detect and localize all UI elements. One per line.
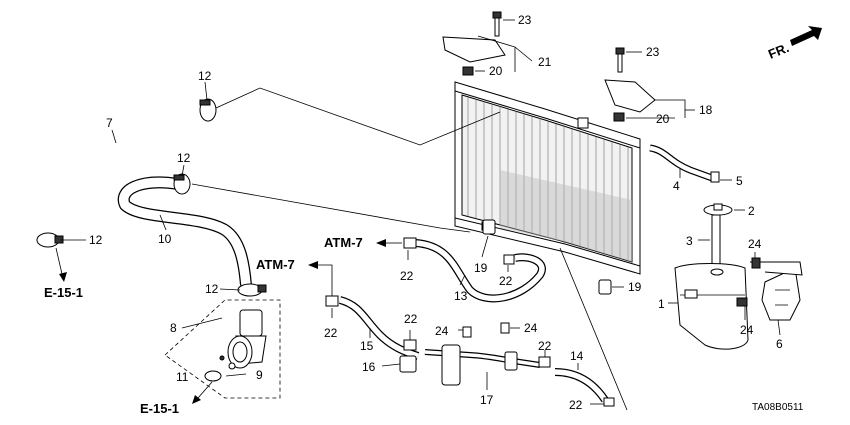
label-22f: 22 xyxy=(569,398,583,412)
bolt-23-a xyxy=(492,11,502,37)
label-23a: 23 xyxy=(518,13,532,27)
reference-arrows xyxy=(55,239,402,404)
label-1: 1 xyxy=(658,297,665,311)
overflow-tube-3 xyxy=(711,214,721,271)
diagram-code: TA08B0511 xyxy=(752,402,804,413)
label-4: 4 xyxy=(673,179,680,193)
hose-clip-24 xyxy=(750,261,803,276)
nut-20-a xyxy=(462,66,474,76)
siphon-tube-4 xyxy=(649,144,714,182)
label-22c: 22 xyxy=(324,326,338,340)
atm7-upper-label: ATM-7 xyxy=(324,235,363,250)
label-21: 21 xyxy=(538,55,552,69)
radiator xyxy=(454,81,641,275)
atf-hose-14 xyxy=(554,368,609,403)
atf-pipe-17 xyxy=(424,344,541,386)
fitting-5 xyxy=(710,171,720,183)
e151-upper-label: E-15-1 xyxy=(44,285,83,300)
cushion-19-b xyxy=(598,279,612,295)
label-24a: 24 xyxy=(748,237,762,251)
lower-hose-10 xyxy=(117,176,252,286)
front-label: FR. xyxy=(766,40,791,62)
reserve-tank-cap-2 xyxy=(703,203,733,216)
label-6: 6 xyxy=(776,337,783,351)
clamp-12-left xyxy=(36,232,64,248)
label-8: 8 xyxy=(170,321,177,335)
reserve-tank-1 xyxy=(674,263,749,350)
label-13: 13 xyxy=(454,289,468,303)
e151-lower-label: E-15-1 xyxy=(140,401,179,416)
label-19a: 19 xyxy=(474,261,488,275)
bracket-18 xyxy=(604,79,656,113)
upper-hose-7 xyxy=(30,105,206,237)
bracket-6 xyxy=(761,267,801,321)
atm7-lower-label: ATM-7 xyxy=(256,257,295,272)
label-22d: 22 xyxy=(404,312,418,326)
label-22b: 22 xyxy=(499,274,513,288)
bracket-21 xyxy=(442,36,506,63)
cushion-19-a xyxy=(482,219,496,235)
fitting-16 xyxy=(399,355,417,373)
water-outlet-8 xyxy=(204,309,267,382)
atf-hose-13 xyxy=(414,239,546,303)
bolts-24 xyxy=(462,257,761,338)
part-number-labels: 12 7 12 12 10 12 8 11 9 23 21 20 23 18 2… xyxy=(89,13,783,412)
label-24d: 24 xyxy=(524,321,538,335)
nut-20-b xyxy=(613,112,625,122)
label-12a: 12 xyxy=(198,69,212,83)
label-19b: 19 xyxy=(628,280,642,294)
clamp-12-mid xyxy=(173,173,191,195)
label-20a: 20 xyxy=(489,64,503,78)
label-20b: 20 xyxy=(656,112,670,126)
label-10: 10 xyxy=(158,232,172,246)
label-22e: 22 xyxy=(538,339,552,353)
label-23b: 23 xyxy=(646,45,660,59)
clip-22 xyxy=(325,237,615,407)
label-12b: 12 xyxy=(177,151,191,165)
oring-9 xyxy=(228,362,236,370)
label-7: 7 xyxy=(106,116,113,130)
atf-hose-15 xyxy=(338,296,420,360)
clamp-12-bottom xyxy=(237,283,267,297)
leader-lines xyxy=(60,19,781,411)
clamp-12-upper xyxy=(199,98,217,122)
label-5: 5 xyxy=(736,174,743,188)
bolt-23-b xyxy=(615,47,625,73)
label-9: 9 xyxy=(256,368,263,382)
label-12c: 12 xyxy=(89,233,103,247)
reference-labels: ATM-7 ATM-7 E-15-1 E-15-1 FR. xyxy=(44,40,791,416)
label-12d: 12 xyxy=(205,282,219,296)
label-24b: 24 xyxy=(740,323,754,337)
label-16: 16 xyxy=(362,360,376,374)
label-11: 11 xyxy=(176,370,189,384)
label-17: 17 xyxy=(480,393,494,407)
label-2: 2 xyxy=(748,204,755,218)
label-22a: 22 xyxy=(400,269,414,283)
front-direction-arrow xyxy=(790,26,822,46)
label-3: 3 xyxy=(686,234,693,248)
label-14: 14 xyxy=(570,349,584,363)
label-18: 18 xyxy=(699,103,713,117)
label-24c: 24 xyxy=(435,324,449,338)
label-15: 15 xyxy=(360,339,374,353)
